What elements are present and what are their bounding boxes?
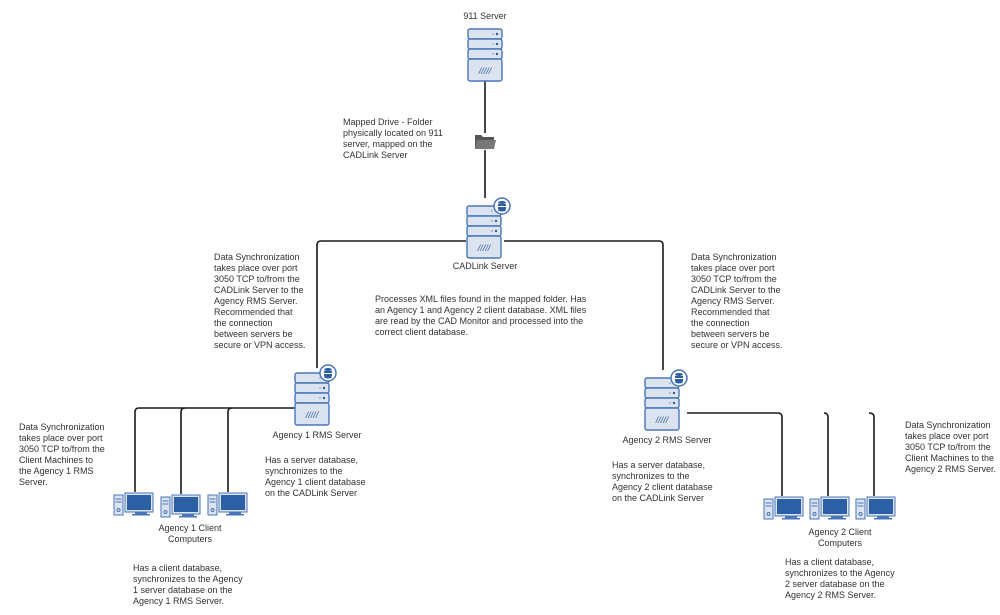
database-icon	[670, 369, 688, 387]
sync-note-right: Data Synchronization takes place over po…	[691, 252, 783, 350]
agency1-rms-label: Agency 1 RMS Server	[272, 430, 362, 440]
agency2-rms-description: Has a server database, synchronizes to t…	[612, 460, 713, 503]
agency2-clients-description: Has a client database, synchronizes to t…	[785, 557, 895, 600]
link-agency2-client3	[868, 412, 875, 496]
server-911-label: 911 Server	[463, 11, 507, 21]
database-icon	[493, 197, 511, 215]
agency2-rms-server-icon	[644, 377, 680, 431]
server-911-icon	[467, 28, 503, 82]
database-icon	[319, 364, 337, 382]
agency1-rms-server-icon	[294, 372, 330, 426]
computer-icon	[113, 492, 154, 516]
agency1-clients-description: Has a client database, synchronizes to t…	[133, 563, 243, 606]
agency1-rms-description: Has a server database, synchronizes to t…	[265, 455, 366, 498]
computer-icon	[207, 492, 248, 516]
connectors	[134, 80, 875, 496]
folder-label: Mapped Drive - Folder physically located…	[343, 117, 443, 160]
cadlink-description: Processes XML files found in the mapped …	[375, 294, 587, 337]
cadlink-server-icon	[466, 205, 502, 259]
link-agency2-client1	[687, 412, 783, 496]
link-agency1-client3	[227, 407, 233, 492]
sync-note-left: Data Synchronization takes place over po…	[214, 252, 306, 350]
link-cadlink-agency2	[504, 240, 664, 370]
clients2-sync-note: Data Synchronization takes place over po…	[905, 420, 997, 474]
link-agency2-client2	[823, 412, 829, 496]
computer-icon	[855, 496, 896, 520]
folder-icon	[475, 135, 496, 149]
link-agency1-client2	[180, 407, 186, 494]
computer-icon	[763, 496, 804, 520]
agency2-clients-label: Agency 2 Client Computers	[808, 527, 872, 548]
agency2-rms-label: Agency 2 RMS Server	[622, 435, 712, 445]
link-agency1-client1	[134, 407, 295, 492]
cadlink-server-label: CADLink Server	[452, 261, 518, 271]
clients1-sync-note: Data Synchronization takes place over po…	[19, 422, 105, 487]
computer-icon	[809, 496, 850, 520]
computer-icon	[160, 494, 201, 518]
link-cadlink-agency1	[316, 240, 466, 368]
agency1-clients-label: Agency 1 Client Computers	[158, 523, 222, 544]
